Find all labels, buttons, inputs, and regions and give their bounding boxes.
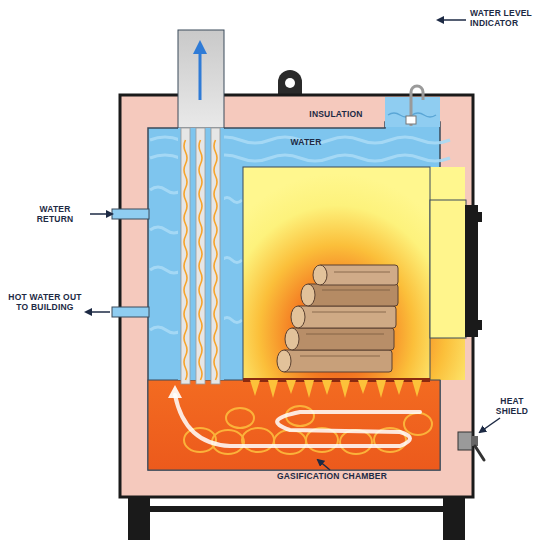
firebox xyxy=(243,167,482,380)
callout-label: WATER LEVEL INDICATOR xyxy=(470,8,550,28)
water-jacket xyxy=(148,122,450,470)
callout-label: WATER RETURN xyxy=(24,204,86,224)
flue-tubes xyxy=(178,30,224,384)
lifting-lug xyxy=(278,70,302,96)
part-label: GASIFICATION CHAMBER xyxy=(262,471,402,481)
callout-label: HOT WATER OUT TO BUILDING xyxy=(4,292,86,312)
pipes xyxy=(112,209,149,317)
insulation-casing xyxy=(120,95,473,497)
legs xyxy=(128,495,465,540)
gasification-chamber xyxy=(148,378,440,470)
heat-shield xyxy=(458,432,484,460)
leader-arrows xyxy=(86,20,500,470)
water-level-indicator xyxy=(385,86,440,127)
part-label: INSULATION xyxy=(296,109,376,119)
logs xyxy=(277,265,398,372)
part-label: WATER xyxy=(276,137,336,147)
callout-label: HEAT SHIELD xyxy=(492,396,532,416)
